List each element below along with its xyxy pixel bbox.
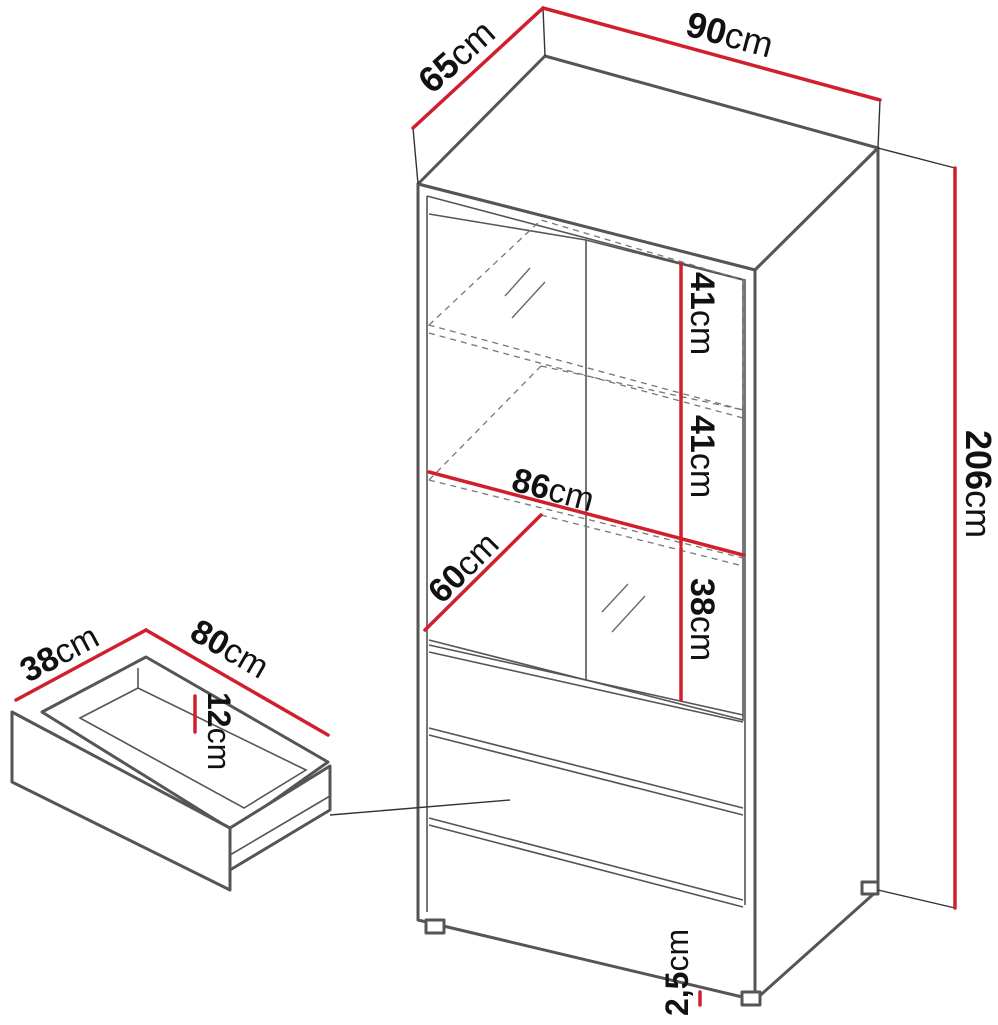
glass-reflection-marks xyxy=(504,267,646,633)
cabinet-foot-front-right xyxy=(740,990,762,1007)
dim-line-inner-depth xyxy=(423,513,543,632)
dimension-labels: 65cm 90cm 206cm 41cm 41cm 38cm 86cm 60cm… xyxy=(14,3,998,1016)
label-cabinet-width: 90cm xyxy=(682,3,778,65)
dim-line-depth xyxy=(411,6,545,130)
cabinet-foot-back-right xyxy=(860,880,880,896)
cabinet-drawing xyxy=(416,54,880,1007)
cabinet-side xyxy=(753,146,880,1002)
drawer-front xyxy=(10,710,232,892)
label-shelf-lower: 38cm xyxy=(683,578,721,661)
cabinet-drawer-1 xyxy=(428,644,744,716)
label-drawer-height: 12cm xyxy=(201,692,237,770)
cabinet-drawer-2 xyxy=(428,727,744,809)
label-shelf-upper: 41cm xyxy=(683,272,721,355)
label-shelf-middle: 41cm xyxy=(683,415,721,498)
cabinet-drawer-3 xyxy=(428,817,744,901)
cabinet-inner-frame xyxy=(426,195,746,905)
cabinet-foot-front-left xyxy=(424,918,446,935)
label-cabinet-height: 206cm xyxy=(958,430,998,538)
label-drawer-depth: 38cm xyxy=(14,617,105,690)
shelf-middle xyxy=(428,479,744,559)
glass-door-right xyxy=(585,239,744,722)
dim-line-inner-width xyxy=(427,470,745,557)
shelf-upper xyxy=(427,219,744,411)
drawer-side xyxy=(228,764,332,872)
dim-line-drawer-depth xyxy=(14,628,148,702)
dimension-lines xyxy=(14,6,957,1007)
label-plinth: 2,5cm xyxy=(659,929,695,1016)
glass-door-left xyxy=(428,213,587,682)
dim-line-drawer-width xyxy=(144,628,330,737)
label-drawer-width: 80cm xyxy=(184,612,275,686)
drawer-leader-line xyxy=(329,799,511,816)
drawer-drawing xyxy=(10,655,511,892)
dim-line-width xyxy=(541,6,882,102)
